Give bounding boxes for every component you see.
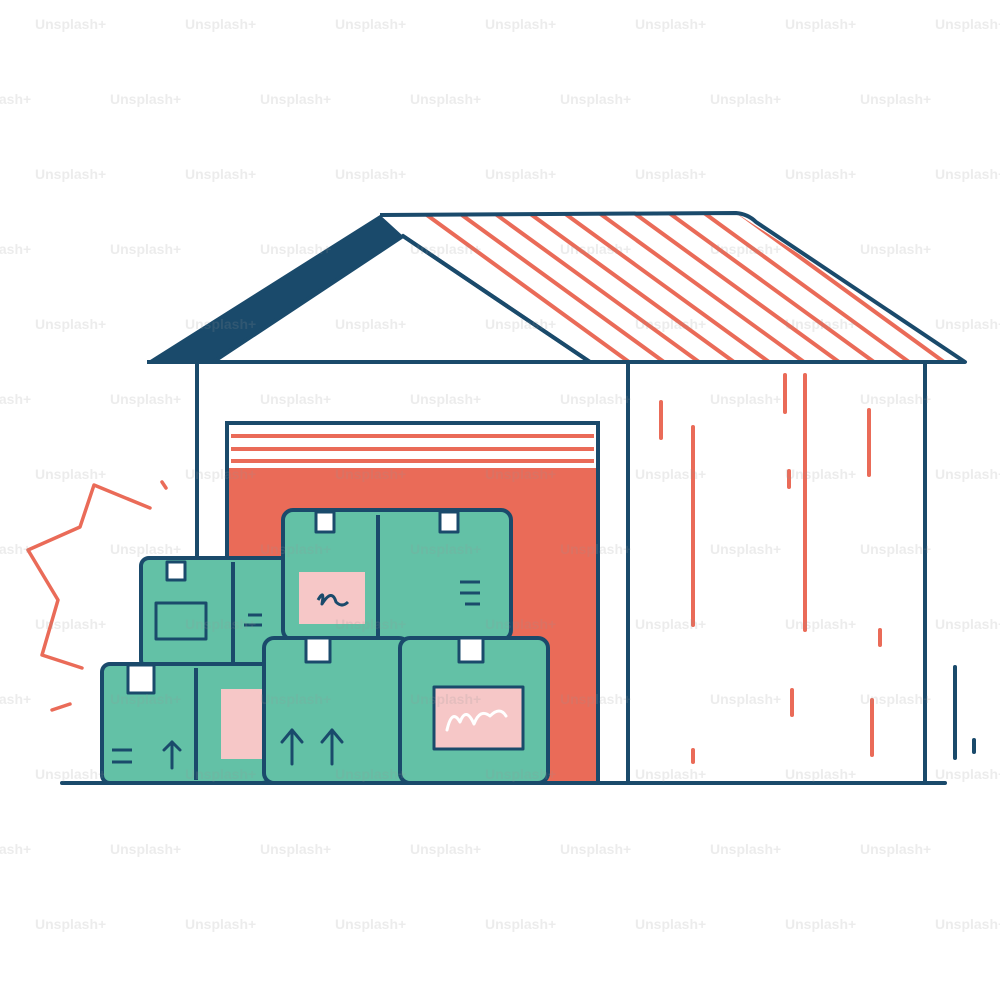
walls xyxy=(195,362,927,783)
wall-texture-marks xyxy=(659,373,882,764)
up-arrow-icon xyxy=(280,728,344,766)
burst-icon xyxy=(26,480,168,712)
box-bottom-right xyxy=(398,636,550,785)
roof-stripes xyxy=(418,213,957,362)
roof-outline xyxy=(379,211,967,364)
box-bottom-middle xyxy=(262,636,411,785)
box-bottom-left xyxy=(100,662,272,785)
box-top xyxy=(281,508,513,642)
roof-left-dark-slope xyxy=(147,215,403,362)
roof xyxy=(147,211,967,364)
box-stack xyxy=(100,508,550,785)
up-arrow-icon xyxy=(162,740,182,770)
box-back-left xyxy=(139,556,293,670)
motion-dashes xyxy=(953,665,976,760)
